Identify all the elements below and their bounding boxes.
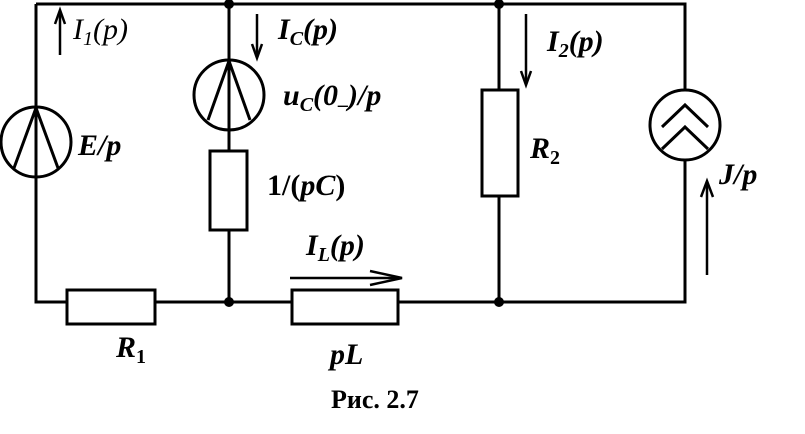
- ic-arrow-head: [250, 43, 264, 62]
- label-capacitor-impedance: 1/(pC): [267, 169, 345, 202]
- current-arrows: [53, 6, 715, 287]
- voltage-source-uc-arrow-head: [206, 56, 252, 121]
- node-bottom-left: [224, 297, 234, 307]
- current-source-j-chevron-upper: [660, 102, 710, 129]
- nodes: [224, 0, 504, 307]
- resistor-r1: [65, 288, 157, 326]
- label-i1: I1(p): [72, 13, 128, 50]
- label-e: E/p: [77, 129, 121, 162]
- label-ic: IC(p): [277, 13, 338, 50]
- label-il: IL(p): [305, 229, 365, 266]
- node-top-left: [224, 0, 234, 9]
- label-pl: pL: [327, 338, 363, 371]
- capacitor-impedance: [208, 149, 249, 232]
- label-j: J/p: [718, 158, 757, 191]
- voltage-source-uc: [192, 56, 266, 132]
- current-source-j: [648, 88, 722, 162]
- voltage-source-e: [0, 103, 73, 179]
- resistor-r2: [480, 88, 520, 198]
- inductor-impedance: [290, 288, 400, 326]
- j-arrow-head: [699, 177, 715, 198]
- figure-caption: Рис. 2.7: [331, 385, 419, 414]
- outer-loop-wire: [34, 2, 687, 304]
- i1-arrow-head: [53, 6, 67, 25]
- label-r2: R2: [529, 132, 560, 169]
- label-r1: R1: [115, 331, 146, 368]
- label-uc: uC(0–)/p: [283, 79, 381, 116]
- il-arrow-head: [369, 269, 403, 287]
- i2-arrow-head: [519, 70, 533, 89]
- voltage-source-e-arrow-head: [12, 103, 60, 169]
- current-source-j-chevron-lower: [660, 124, 710, 151]
- node-bottom-right: [494, 297, 504, 307]
- node-top-right: [494, 0, 504, 9]
- label-i2: I2(p): [546, 25, 604, 62]
